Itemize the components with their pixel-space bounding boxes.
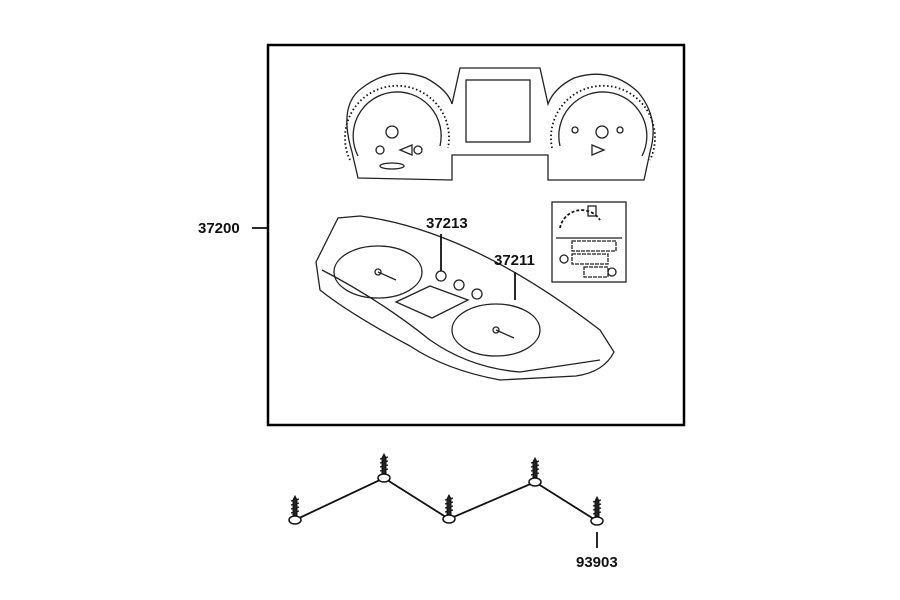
screw-group [288, 452, 604, 526]
label-37211: 37211 [494, 252, 535, 269]
screw-2 [377, 452, 391, 483]
label-37213: 37213 [426, 215, 468, 232]
screw-4 [528, 456, 542, 487]
face-outline [346, 67, 654, 181]
lcd-small-icon [559, 254, 569, 264]
left-dial-inner-arc [352, 91, 442, 157]
lcd-fuel-bar [559, 209, 601, 229]
assembly-frame [266, 43, 686, 427]
right-needle [495, 329, 515, 339]
screw-3 [442, 493, 456, 524]
label-93903: 93903 [576, 554, 618, 571]
right-dial-inner-arc [558, 91, 648, 157]
center-window [465, 79, 531, 143]
dial-face-panel [344, 67, 656, 181]
gauge-case [315, 215, 615, 381]
label-37200: 37200 [198, 220, 240, 237]
lcd-small-icon-2 [607, 267, 617, 277]
indicator-icon-c [571, 126, 579, 134]
fuel-pump-icon [587, 205, 597, 217]
screw-1 [288, 494, 302, 525]
right-dial-hub [595, 125, 609, 139]
lcd-display-detail [551, 201, 627, 283]
left-turn-arrow-icon [398, 144, 413, 156]
indicator-icon-a [375, 145, 385, 155]
case-lower-edge [321, 269, 601, 373]
button-2 [453, 279, 465, 291]
right-turn-arrow-icon [591, 144, 606, 156]
case-outline [315, 215, 615, 381]
logo-mark-icon [379, 162, 405, 170]
left-dial-ticks [344, 84, 450, 161]
right-dial-ticks [550, 84, 656, 161]
lcd-window [394, 285, 470, 319]
left-dial-hub [385, 125, 399, 139]
right-gauge-bezel [451, 303, 541, 357]
screw-5 [590, 495, 604, 526]
indicator-icon-d [616, 126, 624, 134]
left-needle [377, 271, 397, 281]
button-3 [471, 288, 483, 300]
indicator-icon-b [413, 145, 423, 155]
button-1 [435, 270, 447, 282]
left-gauge-bezel [333, 245, 423, 299]
